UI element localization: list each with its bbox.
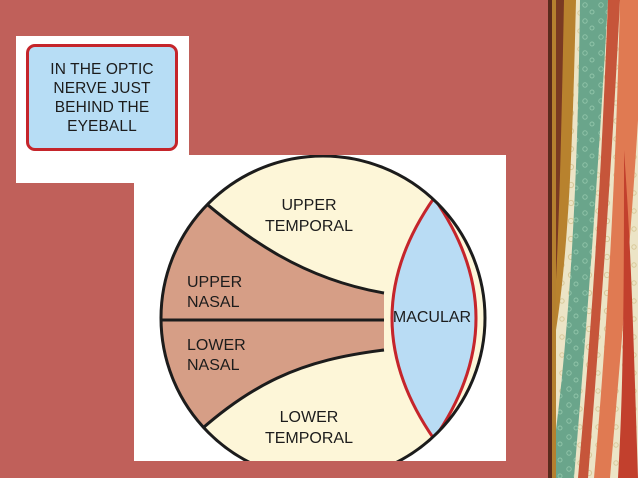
- label-macular: MACULAR: [393, 309, 471, 326]
- label-upper-nasal-line2: NASAL: [187, 294, 240, 311]
- label-upper-temporal-line1: UPPER: [281, 197, 336, 214]
- callout-text: IN THE OPTIC NERVE JUST BEHIND THE EYEBA…: [37, 60, 167, 136]
- label-lower-nasal-line2: NASAL: [187, 357, 240, 374]
- decorative-border: [548, 0, 638, 478]
- callout-line: NERVE JUST: [53, 79, 151, 97]
- callout-line: BEHIND THE: [54, 98, 150, 116]
- label-upper-temporal-line2: TEMPORAL: [265, 218, 353, 235]
- callout-panel: IN THE OPTIC NERVE JUST BEHIND THE EYEBA…: [16, 36, 189, 183]
- optic-nerve-outline: [159, 155, 487, 461]
- callout-line: EYEBALL: [67, 117, 137, 135]
- decorative-border-svg: [548, 0, 638, 478]
- callout-box: IN THE OPTIC NERVE JUST BEHIND THE EYEBA…: [26, 44, 178, 151]
- label-upper-nasal-line1: UPPER: [187, 274, 242, 291]
- label-lower-temporal-line1: LOWER: [280, 409, 339, 426]
- optic-nerve-svg: UPPER TEMPORAL UPPER NASAL LOWER NASAL L…: [159, 155, 487, 461]
- label-lower-temporal-line2: TEMPORAL: [265, 430, 353, 447]
- label-lower-nasal-line1: LOWER: [187, 337, 246, 354]
- optic-nerve-diagram: UPPER TEMPORAL UPPER NASAL LOWER NASAL L…: [134, 155, 506, 461]
- callout-line: IN THE OPTIC: [50, 60, 154, 78]
